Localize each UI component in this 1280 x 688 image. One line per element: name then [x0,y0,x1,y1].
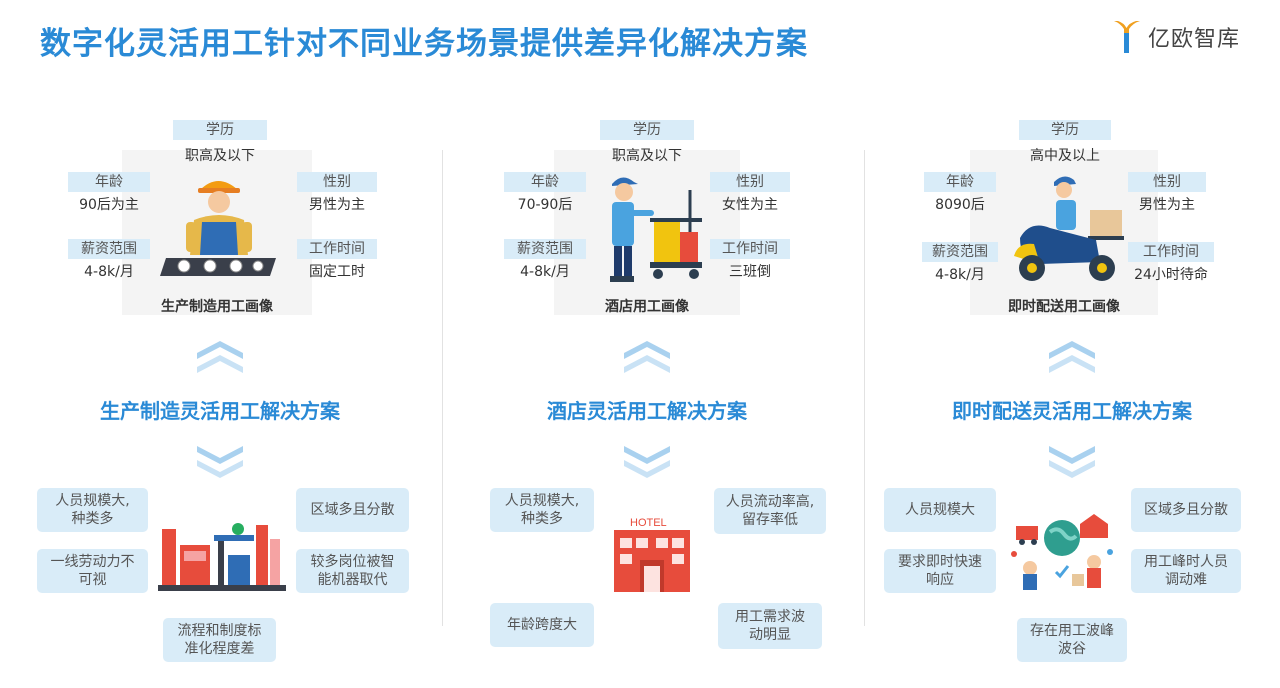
salary-value: 4-8k/月 [935,267,985,283]
challenge-item: 年龄跨度大 [490,603,594,647]
logo-mark-icon [1114,21,1140,53]
salary-label: 薪资范围 [504,239,586,259]
profile-title: 生产制造用工画像 [161,299,273,315]
chevron-down-icon [1049,446,1095,478]
gender-label: 性别 [710,172,790,192]
salary-label: 薪资范围 [68,239,150,259]
solution-title: 生产制造灵活用工解决方案 [100,399,340,423]
column-divider [864,150,865,626]
challenge-item: 人员规模大 [884,488,996,532]
challenge-item: 一线劳动力不 可视 [37,549,148,593]
logo: 亿欧智库 [1112,18,1240,56]
challenge-item: 较多岗位被智 能机器取代 [296,549,409,593]
education-value: 职高及以下 [612,148,682,164]
education-value: 高中及以上 [1030,148,1100,164]
delivery-network-illustration [1011,514,1113,590]
profile-title: 酒店用工画像 [605,299,689,315]
challenge-item: 流程和制度标 准化程度差 [163,618,276,662]
work-hours-value: 固定工时 [309,264,365,280]
challenge-item: 区域多且分散 [1131,488,1241,532]
challenge-item: 人员流动率高, 留存率低 [714,488,826,534]
work-hours-value: 三班倒 [729,264,771,280]
solution-title: 酒店灵活用工解决方案 [547,399,747,423]
gender-label: 性别 [297,172,377,192]
age-label: 年龄 [504,172,586,192]
column-divider [442,150,443,626]
challenge-item: 人员规模大, 种类多 [37,488,148,532]
salary-value: 4-8k/月 [84,264,134,280]
logo-text: 亿欧智库 [1148,27,1241,52]
profile-title: 即时配送用工画像 [1008,299,1120,315]
salary-value: 4-8k/月 [520,264,570,280]
age-value: 90后为主 [79,197,139,213]
work-hours-value: 24小时待命 [1134,267,1208,283]
challenge-item: 用工峰时人员 调动难 [1131,549,1241,593]
chevron-down-icon [197,446,243,478]
delivery-column: 学历 高中及以上 年龄 8090后 性别 男性为主 薪资范围 4-8k/月 工作… [860,0,1280,688]
gender-value: 女性为主 [722,197,778,213]
challenge-item: 人员规模大, 种类多 [490,488,594,532]
work-hours-label: 工作时间 [297,239,377,259]
education-label: 学历 [600,120,694,140]
challenge-item: 要求即时快速 响应 [884,549,996,593]
age-label: 年龄 [68,172,150,192]
gender-value: 男性为主 [1139,197,1195,213]
solution-title: 即时配送灵活用工解决方案 [952,399,1192,423]
challenge-item: 存在用工波峰 波谷 [1017,618,1127,662]
hotel-column: 学历 职高及以下 年龄 70-90后 性别 女性为主 薪资范围 4-8k/月 工… [424,0,844,688]
factory-worker-illustration [160,181,276,276]
challenge-item: 区域多且分散 [296,488,409,532]
chevron-down-icon [624,446,670,478]
age-value: 8090后 [935,197,985,213]
challenge-item: 用工需求波 动明显 [718,603,822,649]
machinery-illustration [158,523,286,591]
manufacturing-column: 学历 职高及以下 年龄 90后为主 性别 男性为主 薪资范围 4-8k/月 工作… [0,0,420,688]
chevron-up-icon [624,341,670,373]
gender-label: 性别 [1128,172,1206,192]
work-hours-label: 工作时间 [710,239,790,259]
gender-value: 男性为主 [309,197,365,213]
chevron-up-icon [197,341,243,373]
education-value: 职高及以下 [185,148,255,164]
page-title: 数字化灵活用工针对不同业务场景提供差异化解决方案 [40,26,808,62]
education-label: 学历 [173,120,267,140]
hotel-building-illustration: HOTEL [614,517,690,592]
age-label: 年龄 [924,172,996,192]
age-value: 70-90后 [517,197,573,213]
delivery-rider-illustration [1014,176,1124,281]
hotel-cleaner-illustration [610,177,702,282]
hotel-sign-text: HOTEL [630,517,667,529]
salary-label: 薪资范围 [922,242,998,262]
education-label: 学历 [1019,120,1111,140]
work-hours-label: 工作时间 [1128,242,1214,262]
chevron-up-icon [1049,341,1095,373]
